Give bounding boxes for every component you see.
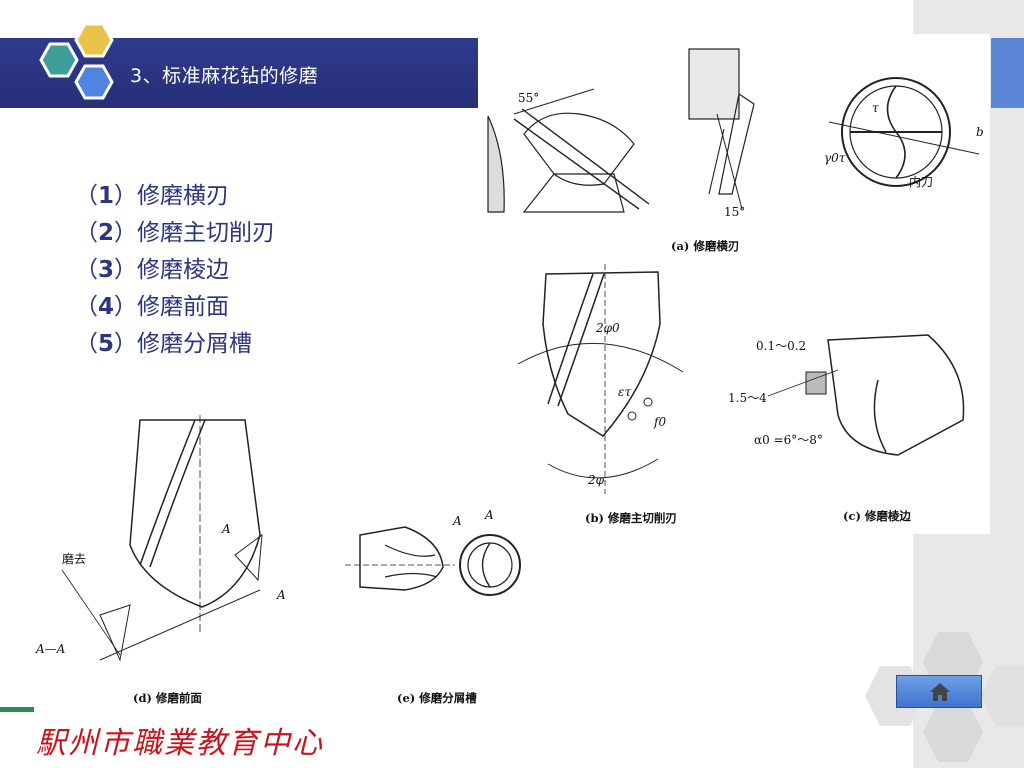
figure-a-caption: (a) 修磨横刃 xyxy=(671,239,740,253)
svg-text:2φ0: 2φ0 xyxy=(595,321,620,335)
school-logo: 駅州市職業教育中心 xyxy=(36,726,324,761)
svg-text:A: A xyxy=(484,508,494,522)
list-item: （2）修磨主切削刃 xyxy=(75,220,276,246)
figure-b-drawing: 2φ0 ετ f0 2φ xyxy=(517,264,684,494)
outline-list: （1）修磨横刃 （2）修磨主切削刃 （3）修磨棱边 （4）修磨前面 （5）修磨分… xyxy=(75,178,275,363)
svg-text:55°: 55° xyxy=(518,91,539,105)
figure-d-caption: (d) 修磨前面 xyxy=(133,691,202,705)
svg-text:A: A xyxy=(221,522,231,536)
figure-d-drawing: 磨去 A—A A A xyxy=(35,415,286,662)
svg-text:1.5～4: 1.5～4 xyxy=(728,391,767,405)
svg-text:磨去: 磨去 xyxy=(62,552,86,566)
svg-text:0.1～0.2: 0.1～0.2 xyxy=(756,339,806,353)
svg-text:2φ: 2φ xyxy=(587,473,605,487)
home-icon xyxy=(930,683,950,701)
list-item: （5）修磨分屑槽 xyxy=(75,331,253,357)
figure-a-drawing: 55° 15° τ γ0τ b 内刀 xyxy=(487,48,984,219)
svg-text:τ: τ xyxy=(872,101,879,115)
right-accent-bar xyxy=(991,38,1024,108)
figure-e-drawing: A A xyxy=(345,508,521,596)
figure-b-caption: (b) 修磨主切削刃 xyxy=(585,511,677,525)
figure-c-drawing: 0.1～0.2 1.5～4 α0 =6°～8° xyxy=(728,334,965,456)
svg-text:γ0τ: γ0τ xyxy=(824,151,846,165)
list-item: （1）修磨横刃 xyxy=(75,183,230,209)
svg-text:内刀: 内刀 xyxy=(909,175,933,189)
list-item: （3）修磨棱边 xyxy=(75,257,230,283)
svg-text:ετ: ετ xyxy=(618,385,631,399)
svg-text:f0: f0 xyxy=(653,415,666,429)
svg-text:15°: 15° xyxy=(724,205,745,219)
figure-e-caption: (e) 修磨分屑槽 xyxy=(397,691,477,705)
green-accent-bar xyxy=(0,707,34,712)
svg-text:A—A: A—A xyxy=(35,642,66,656)
home-button[interactable] xyxy=(896,675,982,708)
svg-text:A: A xyxy=(276,588,286,602)
svg-text:A: A xyxy=(452,514,462,528)
figure-c-caption: (c) 修磨棱边 xyxy=(843,509,911,523)
list-item: （4）修磨前面 xyxy=(75,294,230,320)
svg-text:α0 =6°～8°: α0 =6°～8° xyxy=(754,433,823,447)
svg-text:b: b xyxy=(976,125,984,139)
page-title: 3、标准麻花钻的修磨 xyxy=(130,65,319,87)
hexagon-logo-icon xyxy=(39,22,114,100)
